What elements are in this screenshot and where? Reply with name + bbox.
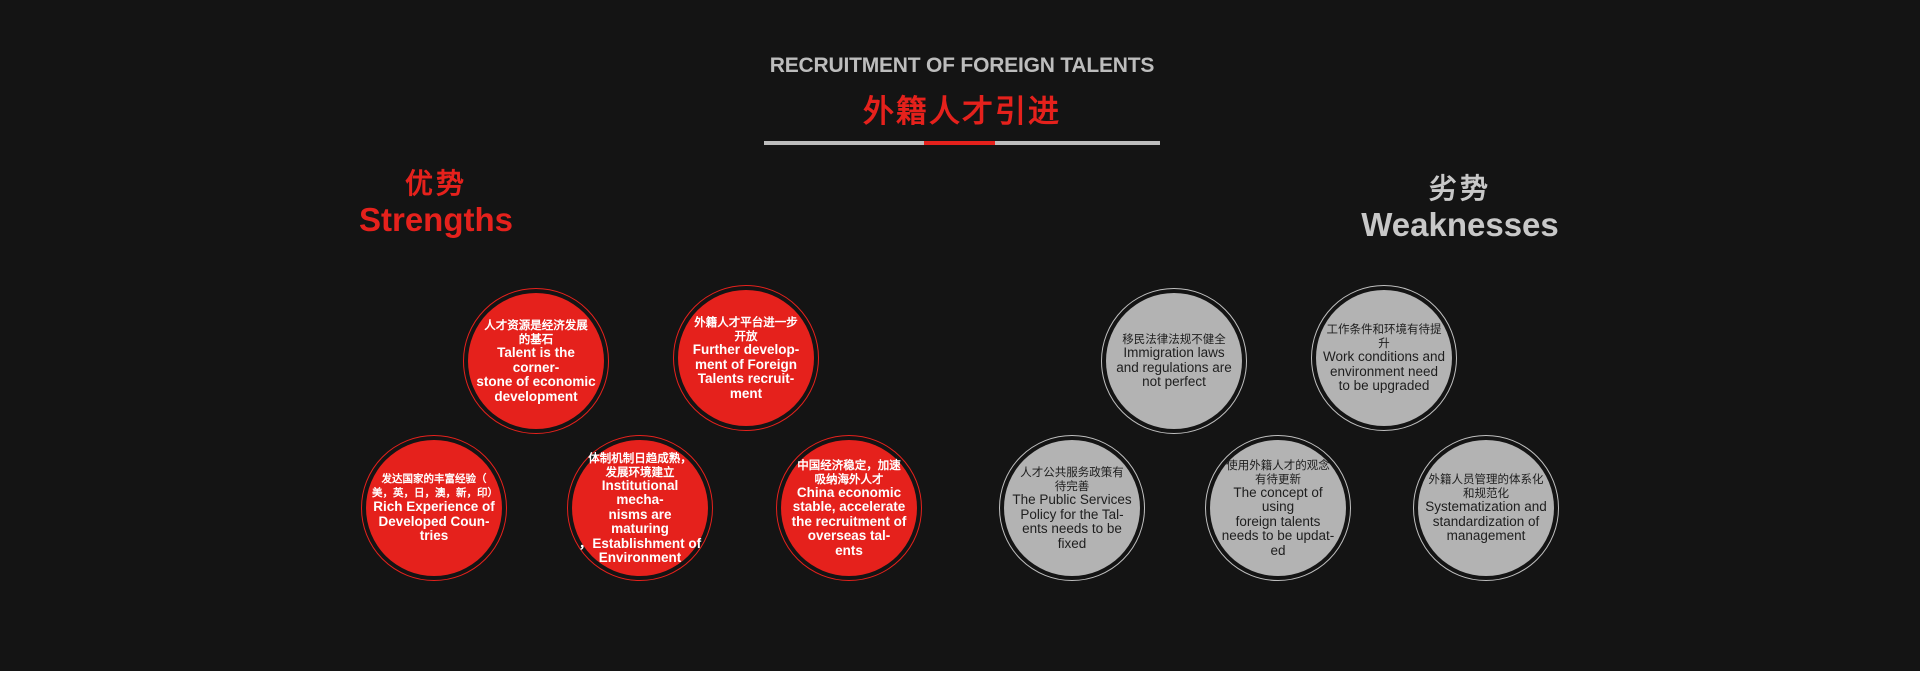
weakness-text-en: The concept of using foreign talents nee…	[1221, 484, 1335, 558]
weakness-circle-public-services: 人才公共服务政策有 待完善 The Public Services Policy…	[999, 435, 1145, 581]
weakness-text-cn: 工作条件和环境有待提 升	[1326, 322, 1442, 351]
weakness-text-cn: 人才公共服务政策有 待完善	[1020, 465, 1124, 493]
weakness-circle-fill: 移民法律法规不健全 Immigration laws and regulatio…	[1106, 293, 1242, 429]
weaknesses-heading-cn: 劣势	[1428, 172, 1491, 205]
weakness-circle-fill: 工作条件和环境有待提 升 Work conditions and environ…	[1316, 290, 1452, 426]
weakness-text-en: The Public Services Policy for the Tal- …	[1012, 492, 1132, 551]
strength-text-en: Talent is the corner- stone of economic …	[476, 345, 596, 404]
weaknesses-heading-en: Weaknesses	[1361, 206, 1559, 243]
strength-circle-talent-cornerstone: 人才资源是经济发展 的基石 Talent is the corner- ston…	[463, 288, 609, 434]
strength-text-en: Further develop- ment of Foreign Talents…	[692, 342, 800, 401]
strength-text-en: China economic stable, accelerate the re…	[791, 484, 907, 558]
strength-circle-fill: 人才资源是经济发展 的基石 Talent is the corner- ston…	[468, 293, 604, 429]
weakness-circle-fill: 使用外籍人才的观念 有待更新 The concept of using fore…	[1210, 440, 1346, 576]
weakness-circle-fill: 外籍人员管理的体系化 和规范化 Systematization and stan…	[1418, 440, 1554, 576]
strength-text-cn: 发达国家的丰富经验（ 美，英，日，澳，新，印）	[372, 473, 498, 500]
strength-circle-fill: 中国经济稳定，加速 吸纳海外人才 China economic stable, …	[781, 440, 917, 576]
page-title-english: RECRUITMENT OF FOREIGN TALENTS	[769, 54, 1155, 77]
weakness-text-cn: 使用外籍人才的观念 有待更新	[1226, 457, 1330, 486]
title-divider-accent	[924, 141, 995, 145]
strength-text-cn: 外籍人才平台进一步 开放	[694, 315, 798, 343]
page-title-chinese: 外籍人才引进	[863, 94, 1061, 130]
strength-text-cn: 中国经济稳定，加速 吸纳海外人才	[797, 457, 901, 486]
weakness-circle-concept-update: 使用外籍人才的观念 有待更新 The concept of using fore…	[1205, 435, 1351, 581]
strength-circle-fill: 外籍人才平台进一步 开放 Further develop- ment of Fo…	[678, 290, 814, 426]
weakness-circle-work-conditions: 工作条件和环境有待提 升 Work conditions and environ…	[1311, 285, 1457, 431]
strengths-heading-cn: 优势	[404, 167, 467, 200]
weakness-text-cn: 外籍人员管理的体系化 和规范化	[1428, 472, 1544, 501]
strength-text-en: Institutional mecha- nisms are maturing …	[578, 477, 702, 565]
weakness-text-en: Work conditions and environment need to …	[1322, 349, 1446, 394]
weakness-text-en: Systematization and standardization of m…	[1425, 499, 1547, 544]
strength-circle-fill: 发达国家的丰富经验（ 美，英，日，澳，新，印） Rich Experience …	[366, 440, 502, 576]
strength-circle-fill: 体制机制日趋成熟， 发展环境建立 Institutional mecha- ni…	[572, 440, 708, 576]
weakness-circle-immigration-laws: 移民法律法规不健全 Immigration laws and regulatio…	[1101, 288, 1247, 434]
strength-circle-china-economy: 中国经济稳定，加速 吸纳海外人才 China economic stable, …	[776, 435, 922, 581]
weakness-text-en: Immigration laws and regulations are not…	[1116, 345, 1232, 390]
strength-circle-institutional-mechanisms: 体制机制日趋成熟， 发展环境建立 Institutional mecha- ni…	[567, 435, 713, 581]
strengths-heading: 优势 Strengths	[306, 166, 566, 238]
weakness-text-cn: 移民法律法规不健全	[1122, 332, 1226, 347]
strength-circle-platform-opening: 外籍人才平台进一步 开放 Further develop- ment of Fo…	[673, 285, 819, 431]
weakness-circle-fill: 人才公共服务政策有 待完善 The Public Services Policy…	[1004, 440, 1140, 576]
weaknesses-heading: 劣势 Weaknesses	[1330, 171, 1590, 243]
strength-text-cn: 人才资源是经济发展 的基石	[484, 318, 588, 346]
strengths-heading-en: Strengths	[358, 201, 513, 238]
strength-circle-developed-countries: 发达国家的丰富经验（ 美，英，日，澳，新，印） Rich Experience …	[361, 435, 507, 581]
strength-text-en: Rich Experience of Developed Coun- tries	[373, 499, 495, 544]
strength-text-cn: 体制机制日趋成熟， 发展环境建立	[588, 450, 692, 479]
weakness-circle-management-system: 外籍人员管理的体系化 和规范化 Systematization and stan…	[1413, 435, 1559, 581]
